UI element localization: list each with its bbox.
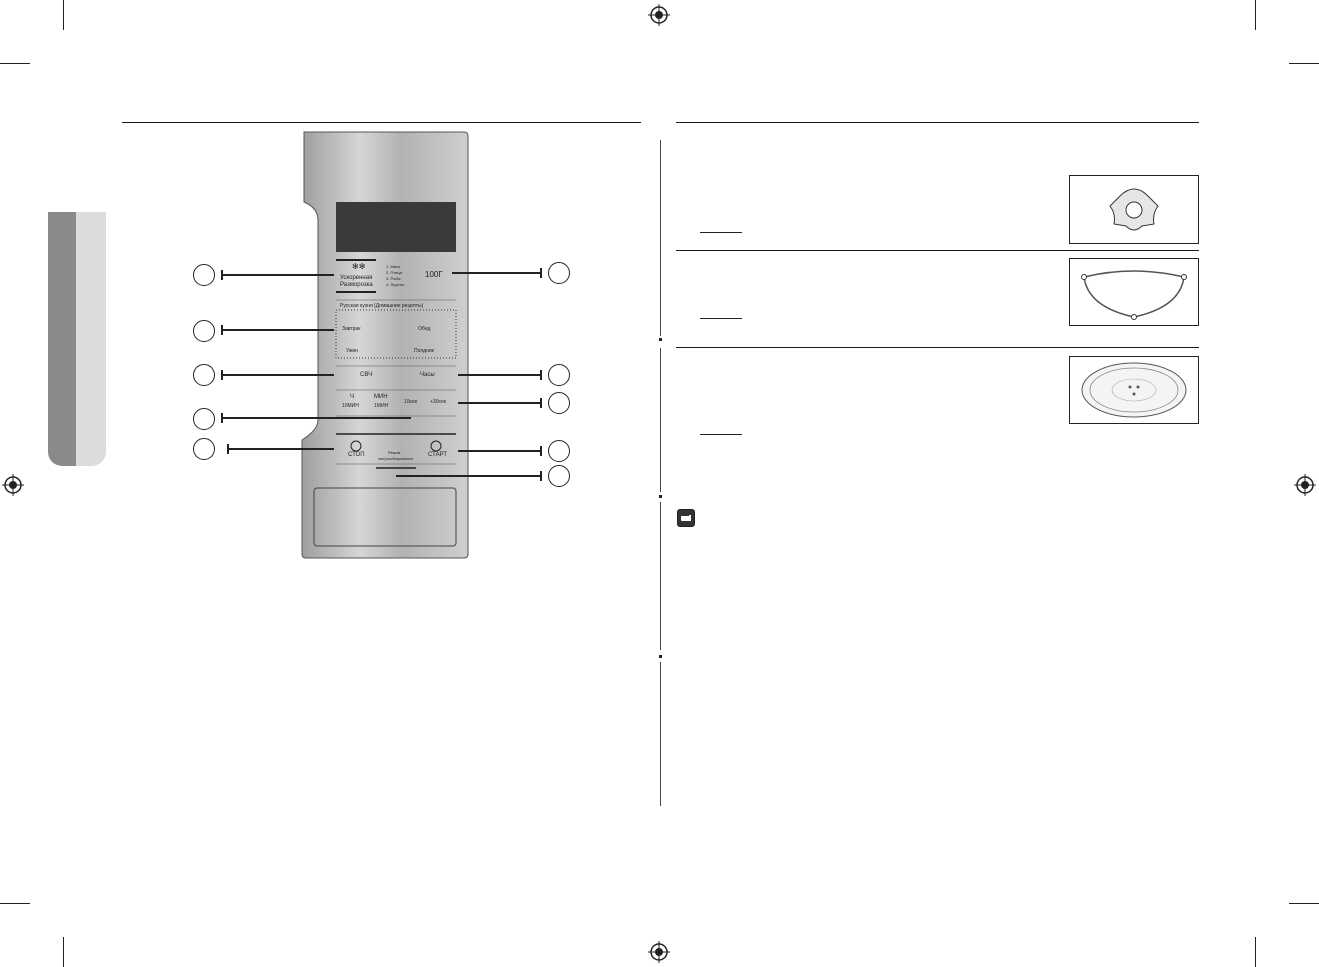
- roller-coupler-figure: [1069, 175, 1199, 244]
- note-hand-icon: [677, 509, 695, 527]
- crop-mark: [0, 63, 30, 64]
- defrost-item: 1. Мясо: [386, 264, 401, 269]
- callout-circle: [193, 320, 215, 342]
- turntable-tray-icon: [1081, 362, 1187, 418]
- stop-button[interactable]: СТОП: [348, 452, 365, 458]
- crop-mark: [1289, 903, 1319, 904]
- leader-line: [452, 272, 542, 274]
- quick-defrost-label-1[interactable]: Ускоренная: [340, 275, 373, 281]
- leader-line: [221, 417, 411, 419]
- weight-100g-button[interactable]: 100Г: [425, 270, 443, 279]
- quick-defrost-icon: ✻✻: [352, 262, 366, 271]
- callout-circle: [548, 440, 570, 462]
- leader-line: [396, 475, 542, 477]
- leader-line: [227, 448, 334, 450]
- section-rule: [676, 347, 1199, 348]
- roller-ring-figure: [1069, 258, 1199, 326]
- quick-defrost-label-2[interactable]: Разморозка: [340, 282, 373, 288]
- column-divider: [660, 502, 661, 650]
- recipe-dinner[interactable]: Ужин: [346, 348, 358, 354]
- start-button[interactable]: СТАРТ: [428, 452, 447, 458]
- crop-mark: [1289, 63, 1319, 64]
- registration-mark-icon: [2, 474, 24, 496]
- crop-mark: [63, 0, 64, 30]
- crop-mark: [0, 903, 30, 904]
- russian-cuisine-title: Русская кухня (Домашние рецепты): [340, 303, 424, 309]
- crop-mark: [1255, 0, 1256, 30]
- crop-mark: [63, 937, 64, 967]
- callout-circle: [548, 262, 570, 284]
- ten-seconds-button[interactable]: 10сек: [404, 399, 418, 405]
- column-divider: [660, 348, 661, 492]
- registration-mark-icon: [648, 941, 670, 963]
- callout-circle: [193, 438, 215, 460]
- callout-circle: [193, 264, 215, 286]
- section-rule: [676, 250, 1199, 251]
- roller-ring-icon: [1081, 270, 1187, 320]
- hour-label[interactable]: Ч: [350, 394, 354, 400]
- minute-sub-label: 1МИН: [374, 403, 389, 409]
- leader-line: [221, 329, 334, 331]
- left-header-rule: [122, 122, 641, 123]
- callout-circle: [548, 392, 570, 414]
- microwave-button[interactable]: СВЧ: [360, 372, 373, 378]
- label-underline: [700, 434, 742, 435]
- roller-coupler-icon: [1109, 188, 1159, 231]
- callout-circle: [193, 408, 215, 430]
- plus-30-seconds-button[interactable]: +30сек: [430, 399, 446, 405]
- section-tab-dark: [48, 212, 76, 466]
- control-panel-body: [301, 131, 469, 559]
- divider-marker: [659, 655, 662, 658]
- crop-mark: [1255, 937, 1256, 967]
- recipe-breakfast[interactable]: Завтрак: [342, 326, 361, 332]
- section-tab-light: [76, 212, 106, 466]
- leader-line: [458, 374, 542, 376]
- recipe-snack[interactable]: Полдник: [414, 348, 434, 354]
- eco-mode-label-2[interactable]: энергосбережения: [378, 456, 413, 461]
- control-panel: ✻✻ Ускоренная Разморозка 1. Мясо 2. Птиц…: [300, 130, 470, 560]
- clock-button[interactable]: Часы: [420, 372, 435, 378]
- leader-line: [221, 374, 334, 376]
- callout-circle: [548, 364, 570, 386]
- callout-circle: [193, 364, 215, 386]
- leader-line: [458, 402, 542, 404]
- right-header-rule: [676, 122, 1199, 123]
- registration-mark-icon: [648, 4, 670, 26]
- divider-marker: [659, 338, 662, 341]
- hour-sub-label: 10МИН: [342, 403, 359, 409]
- column-divider: [660, 140, 661, 336]
- column-divider: [660, 662, 661, 806]
- divider-marker: [659, 495, 662, 498]
- leader-line: [458, 450, 542, 452]
- defrost-item: 3. Рыба: [386, 276, 401, 281]
- recipe-lunch[interactable]: Обед: [418, 326, 431, 332]
- label-underline: [700, 318, 742, 319]
- registration-mark-icon: [1294, 474, 1316, 496]
- label-underline: [700, 232, 742, 233]
- leader-line: [221, 274, 334, 276]
- eco-mode-label-1[interactable]: Режим: [388, 450, 401, 455]
- turntable-tray-figure: [1069, 356, 1199, 424]
- defrost-item: 4. Фрукты: [386, 282, 405, 287]
- minute-label[interactable]: МИН: [374, 394, 388, 400]
- defrost-item: 2. Птица: [386, 270, 402, 275]
- callout-circle: [548, 465, 570, 487]
